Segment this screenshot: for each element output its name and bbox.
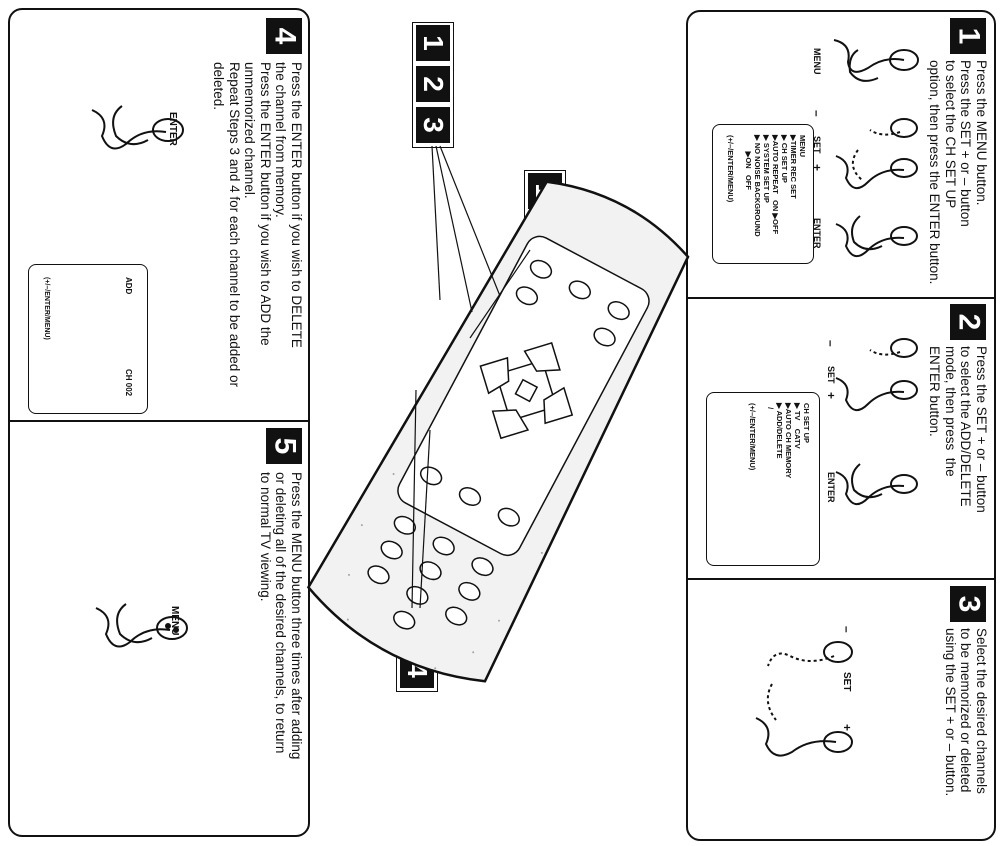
callout-leader-lines xyxy=(0,0,1005,846)
